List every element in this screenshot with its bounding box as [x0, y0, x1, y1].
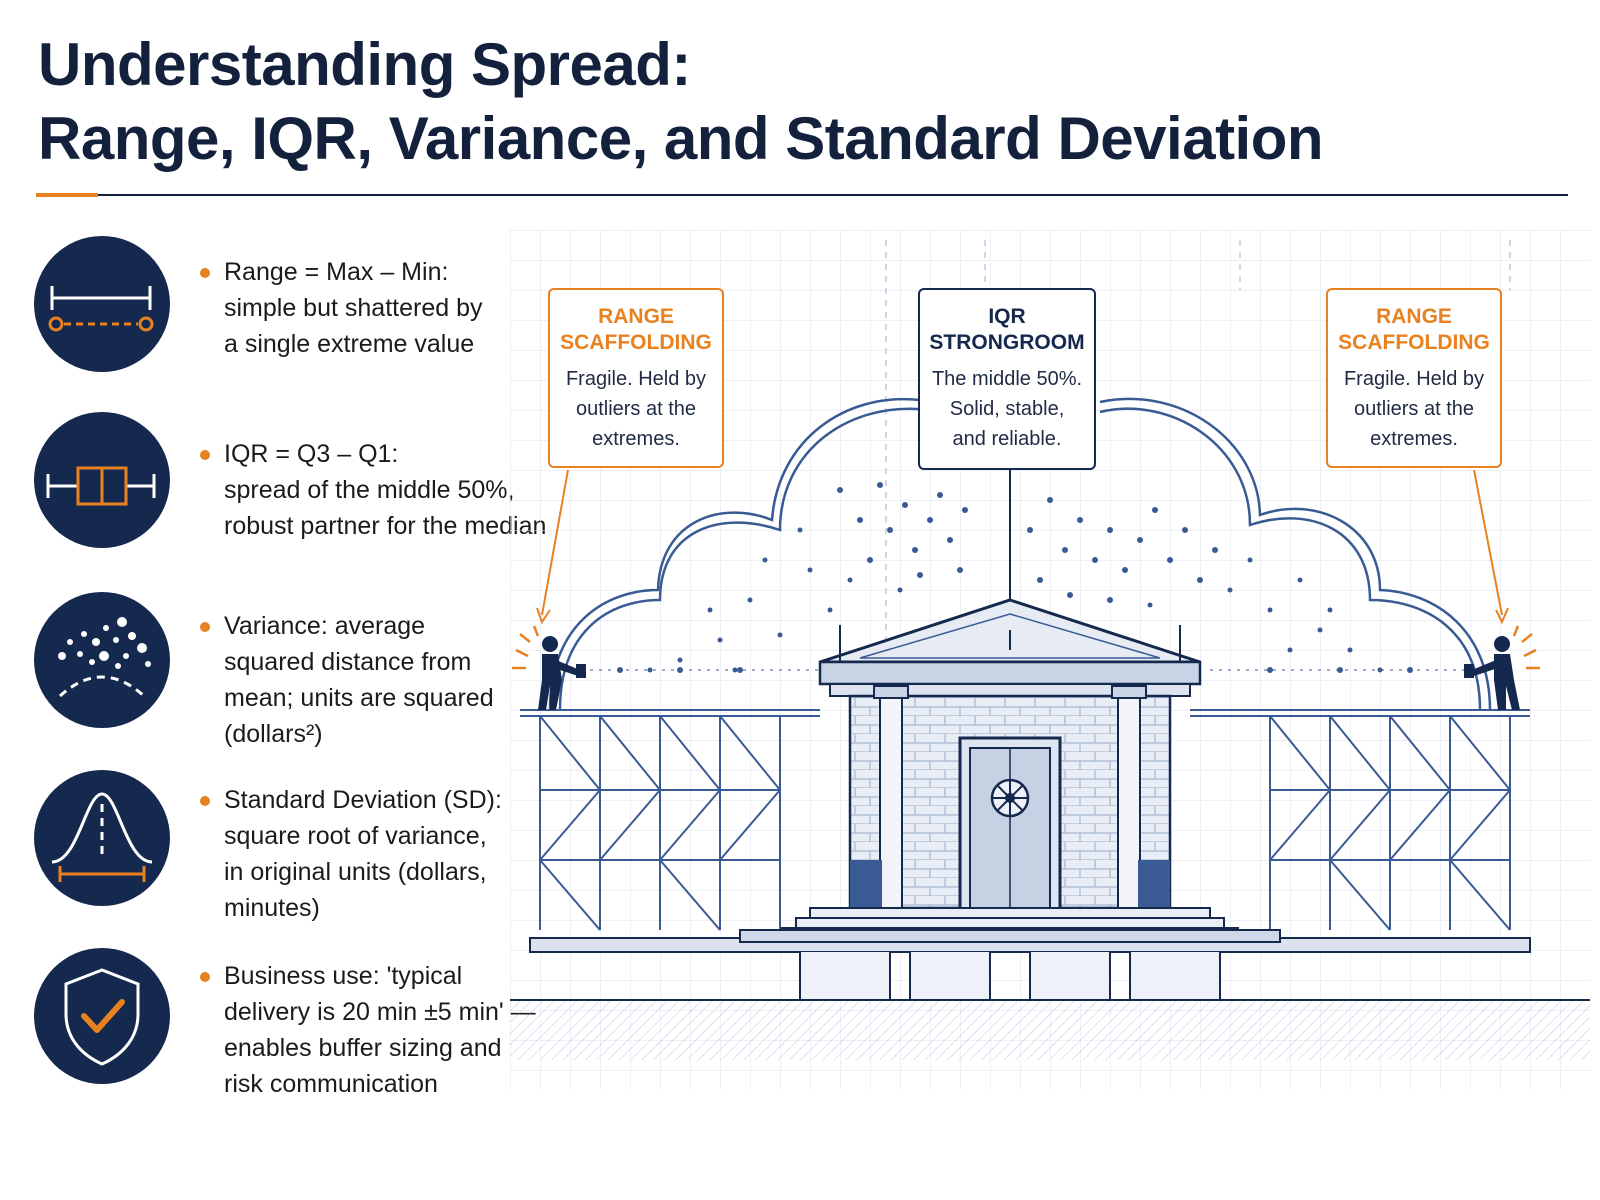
page-title: Understanding Spread: Range, IQR, Varian… [38, 28, 1538, 176]
callout-title: RANGE SCAFFOLDING [550, 304, 722, 356]
worker-right [1464, 636, 1520, 710]
title-rule-line [98, 194, 1568, 196]
bullet-line: risk communication [224, 1070, 438, 1098]
callout-title-line: IQR [988, 305, 1026, 328]
title-rule [36, 193, 1568, 197]
cloud-arch [548, 397, 1492, 711]
callout-title-line: RANGE [598, 305, 674, 328]
callout-body-line: and reliable. [952, 428, 1062, 450]
data-points [647, 482, 1383, 673]
impact-lines-right [1512, 625, 1540, 670]
bullet-line: mean; units are squared [224, 684, 494, 712]
callout-body-line: Fragile. Held by [565, 368, 707, 390]
bullet-line: a single extreme value [224, 330, 475, 358]
scaffolding-right [1190, 709, 1530, 931]
callout-body-line: outliers at the [1353, 398, 1475, 420]
range-bar-icon [34, 236, 170, 372]
callout-title: RANGE SCAFFOLDING [1328, 304, 1500, 356]
bullet-line: spread of the middle 50%, [224, 476, 515, 504]
callout-body-line: outliers at the [575, 398, 697, 420]
bullet-line: IQR = Q3 – Q1: [224, 440, 399, 468]
bullet-marker [200, 450, 210, 460]
bullet-line: in original units (dollars, [224, 858, 487, 886]
callout-pointers [536, 469, 1509, 625]
callout-title-line: SCAFFOLDING [560, 331, 712, 354]
callout-title-line: RANGE [1376, 305, 1452, 328]
foundation [510, 929, 1590, 1060]
iqr-strongroom-building [781, 598, 1239, 939]
scaffolding-left [520, 709, 820, 931]
bullet-marker [200, 268, 210, 278]
callout-range-left: RANGE SCAFFOLDING Fragile. Held by outli… [548, 288, 724, 468]
worker-left [538, 636, 586, 710]
callout-body-line: The middle 50%. [931, 368, 1083, 390]
bullet-line: minutes) [224, 894, 320, 922]
callout-body: Fragile. Held by outliers at the extreme… [1328, 364, 1500, 454]
bullet-text-range: Range = Max – Min: simple but shattered … [224, 254, 534, 362]
bullet-line: Standard Deviation (SD): [224, 786, 502, 814]
callout-body-line: Fragile. Held by [1343, 368, 1485, 390]
callout-body: The middle 50%. Solid, stable, and relia… [920, 364, 1094, 454]
bullet-marker [200, 622, 210, 632]
callout-range-right: RANGE SCAFFOLDING Fragile. Held by outli… [1326, 288, 1502, 468]
outlier-points [617, 667, 1413, 673]
callout-body-line: extremes. [592, 428, 680, 450]
bullet-line: Range = Max – Min: [224, 258, 449, 286]
guide-lines [885, 240, 1511, 650]
bullet-line: robust partner for the median [224, 512, 547, 540]
bullet-line: Business use: 'typical [224, 962, 463, 990]
bullet-line: (dollars²) [224, 720, 323, 748]
title-line-2: Range, IQR, Variance, and Standard Devia… [38, 105, 1324, 172]
bullet-line: Variance: average [224, 612, 426, 640]
callout-title-line: SCAFFOLDING [1338, 331, 1490, 354]
bullet-line: square root of variance, [224, 822, 487, 850]
bullet-marker [200, 972, 210, 982]
bell-curve-icon [34, 770, 170, 906]
bullet-text-sd: Standard Deviation (SD): square root of … [224, 782, 534, 926]
callout-title-line: STRONGROOM [929, 331, 1085, 354]
bullet-text-iqr: IQR = Q3 – Q1: spread of the middle 50%,… [224, 436, 554, 544]
callout-title: IQR STRONGROOM [920, 304, 1094, 356]
impact-lines-left [512, 625, 540, 670]
callout-body-line: Solid, stable, [949, 398, 1065, 420]
bullet-list: Range = Max – Min: simple but shattered … [0, 0, 546, 1200]
bullet-line: simple but shattered by [224, 294, 483, 322]
title-rule-accent [36, 193, 98, 197]
callout-body: Fragile. Held by outliers at the extreme… [550, 364, 722, 454]
callout-iqr-center: IQR STRONGROOM The middle 50%. Solid, st… [918, 288, 1096, 470]
callout-body-line: extremes. [1370, 428, 1458, 450]
bullet-marker [200, 796, 210, 806]
shield-check-icon [34, 948, 170, 1084]
bullet-text-variance: Variance: average squared distance from … [224, 608, 534, 752]
bullet-line: delivery is 20 min ±5 min' — [224, 998, 536, 1026]
bullet-line: squared distance from [224, 648, 472, 676]
title-line-1: Understanding Spread: [38, 31, 691, 98]
boxplot-icon [34, 412, 170, 548]
scatter-dots-icon [34, 592, 170, 728]
bullet-text-business: Business use: 'typical delivery is 20 mi… [224, 958, 544, 1102]
bullet-line: enables buffer sizing and [224, 1034, 502, 1062]
blueprint-illustration: RANGE SCAFFOLDING Fragile. Held by outli… [510, 230, 1590, 1090]
